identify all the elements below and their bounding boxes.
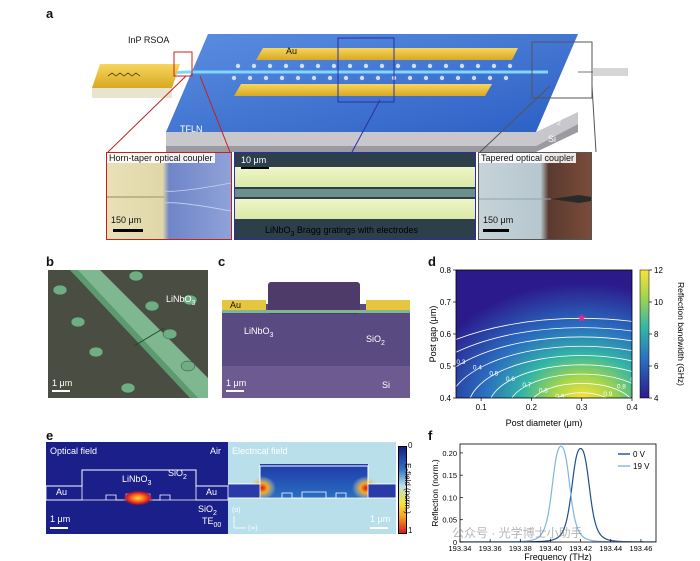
bragg-scalebar: [241, 167, 269, 169]
d-contour-label: 0.2: [440, 353, 449, 360]
optical-mode: TE00: [202, 516, 221, 529]
c-sio2: SiO2: [366, 334, 385, 347]
panel-a-letter: a: [46, 6, 53, 21]
panel-b-letter: b: [46, 254, 54, 269]
sem-image-b: LiNbO3 1 μm: [48, 270, 208, 398]
d-contour-label: 0.9: [555, 393, 564, 400]
chart-reflection-bandwidth: 0.10.10.20.20.30.30.40.40.50.50.60.60.70…: [428, 262, 690, 430]
f-ytick-label: 0.10: [442, 493, 457, 502]
f-legend-label: 19 V: [633, 462, 650, 471]
horn-scale: 150 μm: [111, 215, 141, 225]
tapered-scalebar: [483, 229, 509, 232]
d-colorbar-label: Reflection bandwidth (GHz): [676, 282, 686, 386]
horn-scalebar: [113, 229, 143, 232]
e-colorbar-top: 0: [408, 441, 412, 450]
d-ytick-label: 0.4: [440, 394, 452, 403]
c-si: Si: [382, 380, 390, 390]
optical-au-right: Au: [206, 487, 217, 497]
svg-text:(o): (o): [232, 507, 241, 514]
electrical-field-plot: (o) (∞) Electrical field 1 μm: [228, 442, 396, 534]
tapered-scale: 150 μm: [483, 215, 513, 225]
f-xtick-label: 193.46: [629, 544, 652, 553]
d-contour-label: 0.6: [506, 376, 515, 383]
d-xlabel: Post diameter (μm): [506, 418, 583, 428]
electrical-title: Electrical field: [232, 446, 288, 456]
callout-lines: [100, 60, 600, 160]
d-colorbar: [640, 270, 649, 398]
sem-image-c: Au LiNbO3 SiO2 Si 1 μm: [222, 270, 410, 398]
e-colorbar-label: E-field (norm.): [403, 463, 412, 514]
d-contour-label: 0.5: [657, 362, 666, 369]
d-ylabel: Post gap (μm): [428, 306, 438, 363]
tapered-title: Tapered optical coupler: [479, 153, 576, 163]
label-au-top: Au: [286, 46, 297, 56]
label-tfln: TFLN: [180, 124, 203, 134]
svg-text:(∞): (∞): [248, 525, 258, 532]
e-colorbar-bottom: 1: [408, 526, 412, 535]
c-au: Au: [230, 300, 241, 310]
d-contour-label: 0.7: [522, 382, 531, 389]
d-cbar-tick-label: 8: [654, 330, 659, 339]
inset-horn-taper: Horn-taper optical coupler 150 μm: [106, 152, 232, 240]
f-ytick-label: 0.15: [442, 471, 457, 480]
d-xtick-label: 0.4: [626, 403, 638, 412]
c-scale: 1 μm: [226, 378, 246, 388]
inset-bragg: 10 μm LiNbO3 Bragg gratings with electro…: [234, 152, 476, 240]
b-scale: 1 μm: [52, 378, 72, 388]
optical-sio2-top: SiO2: [168, 468, 187, 481]
d-contour-label: 0.4: [473, 365, 482, 372]
label-si-chip: Si: [548, 134, 556, 144]
optical-linbo3: LiNbO3: [122, 474, 151, 487]
optical-title: Optical field: [50, 446, 97, 456]
optical-sio2-bottom: SiO2: [198, 504, 217, 517]
d-cbar-tick-label: 12: [654, 266, 663, 275]
optical-scalebar: [50, 527, 68, 529]
f-xtick-label: 193.36: [479, 544, 502, 553]
f-ylabel: Reflection (norm.): [430, 459, 440, 527]
optical-air: Air: [210, 446, 221, 456]
d-cbar-tick-label: 6: [654, 362, 659, 371]
d-ytick-label: 0.8: [440, 266, 452, 275]
d-xtick-label: 0.1: [476, 403, 488, 412]
d-cbar-tick-label: 10: [654, 298, 663, 307]
d-ytick-label: 0.5: [440, 362, 452, 371]
d-cbar-tick-label: 4: [654, 394, 659, 403]
d-ytick-label: 0.6: [440, 330, 452, 339]
optical-au-left: Au: [56, 487, 67, 497]
panel-c-letter: c: [218, 254, 225, 269]
label-sio2-chip: SiO2: [542, 114, 561, 127]
electrical-scale: 1 μm: [370, 514, 390, 524]
label-inp-rsoa: InP RSOA: [128, 35, 169, 45]
c-material: LiNbO3: [244, 326, 273, 339]
watermark: 公众号 · 光学博士小助手: [452, 524, 583, 541]
bragg-caption: LiNbO3 Bragg gratings with electrodes: [263, 225, 420, 238]
d-contour-label: 0.3: [456, 359, 465, 366]
d-contour-label: 0.8: [617, 384, 626, 391]
b-material: LiNbO3: [166, 294, 195, 307]
inset-tapered: Tapered optical coupler 150 μm: [478, 152, 592, 240]
d-contour-label: 0.8: [539, 388, 548, 395]
d-xtick-label: 0.3: [576, 403, 588, 412]
bragg-scale: 10 μm: [241, 155, 266, 165]
b-scalebar: [52, 390, 70, 392]
optical-field-plot: Optical field Air SiO2 LiNbO3 Au Au SiO2…: [46, 442, 228, 534]
d-contour-label: 0.9: [603, 391, 612, 398]
f-xtick-label: 193.44: [599, 544, 622, 553]
d-ytick-label: 0.7: [440, 298, 452, 307]
f-xlabel: Frequency (THz): [524, 552, 592, 561]
c-scalebar: [226, 390, 244, 392]
f-legend-label: 0 V: [633, 450, 646, 459]
horn-title: Horn-taper optical coupler: [107, 153, 215, 163]
f-ytick-label: 0.20: [442, 449, 457, 458]
electrical-scalebar: [370, 527, 388, 529]
optical-scale: 1 μm: [50, 514, 70, 524]
panel-e-letter: e: [46, 428, 53, 443]
d-contour-label: 0.5: [489, 370, 498, 377]
d-xtick-label: 0.2: [526, 403, 538, 412]
